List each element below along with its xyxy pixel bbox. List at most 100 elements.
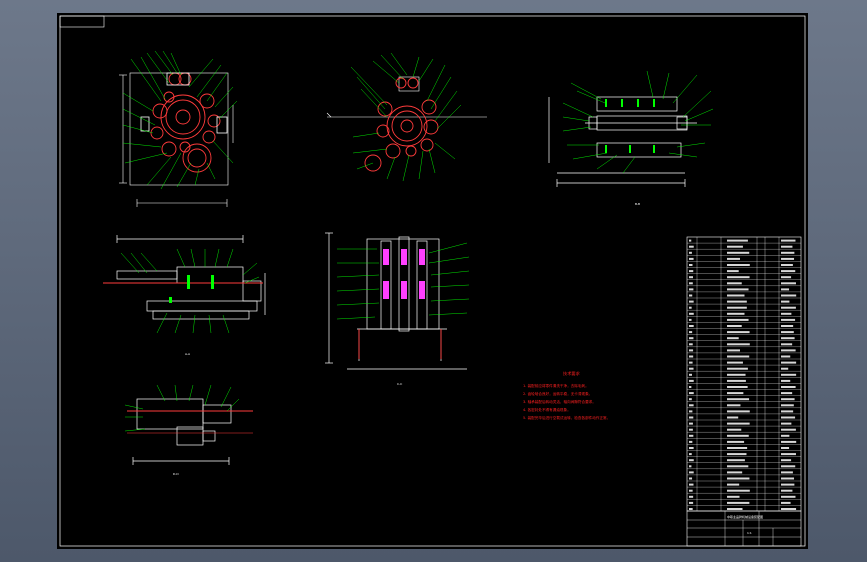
bom-cell-mark [727, 428, 742, 431]
bom-cell-mark [689, 349, 694, 352]
bom-cell-mark [689, 416, 694, 419]
bom-cell-mark [781, 355, 791, 358]
bom-cell-mark [781, 306, 796, 309]
bom-cell-mark [689, 337, 694, 340]
bom-cell-mark [689, 264, 693, 266]
bom-cell-mark [689, 239, 692, 242]
bom-cell-mark [727, 440, 745, 443]
bom-cell-mark [727, 245, 743, 248]
bom-cell-mark [689, 343, 693, 346]
bom-cell-mark [781, 343, 793, 346]
bom-cell-mark [689, 440, 693, 443]
bom-cell-mark [689, 477, 693, 480]
bom-cell-mark [781, 264, 793, 266]
bom-cell-mark [781, 501, 791, 504]
bom-cell-mark [781, 428, 796, 431]
drawing-sheet: B-B [57, 13, 808, 549]
bom-cell-mark [689, 386, 692, 388]
parts-list [686, 236, 802, 512]
bom-cell-mark [727, 300, 747, 303]
bom-cell-mark [689, 331, 693, 334]
bom-cell-mark [689, 489, 693, 492]
bom-cell-mark [727, 288, 749, 291]
bom-cell-mark [781, 325, 794, 327]
sheet-border [59, 15, 806, 547]
caption-section-top-right: B-B [635, 202, 640, 206]
bom-cell-mark [689, 300, 694, 303]
bom-cell-mark [781, 508, 797, 510]
bom-cell-mark [689, 465, 692, 468]
bom-cell-mark [727, 508, 743, 510]
bom-cell-mark [781, 361, 797, 364]
bom-cell-mark [781, 331, 794, 334]
bom-cell-mark [727, 495, 740, 498]
bom-cell-mark [781, 312, 792, 315]
bom-cell-mark [781, 276, 792, 279]
bom-cell-mark [781, 288, 790, 291]
note-4: 4. 各密封处不得有漏油现象。 [523, 407, 571, 412]
bom-cell-mark [727, 465, 749, 468]
title-block-scale: 1:1 [747, 531, 752, 535]
bom-cell-mark [727, 251, 750, 254]
caption-section-middle-left: A-A [185, 352, 191, 356]
bom-cell-mark [727, 422, 750, 425]
bom-cell-mark [689, 355, 694, 358]
bom-cell-mark [781, 251, 795, 254]
bom-cell-mark [781, 434, 790, 437]
bom-cell-mark [689, 270, 694, 273]
bom-cell-mark [727, 318, 749, 321]
bom-cell-mark [689, 392, 694, 395]
bom-rows [687, 242, 801, 506]
bom-cell-mark [781, 318, 796, 321]
bom-cell-mark [781, 294, 797, 297]
bom-cell-mark [781, 349, 796, 352]
bom-cell-mark [781, 245, 793, 248]
bom-marks [689, 239, 797, 510]
bom-cell-mark [689, 318, 692, 321]
bom-cell-mark [689, 495, 694, 498]
bom-cell-mark [781, 453, 796, 456]
bom-cell-mark [727, 264, 750, 266]
note-2: 2. 齿轮啮合良好，运转平稳，无卡滞现象。 [523, 391, 592, 396]
bom-cell-mark [727, 325, 742, 327]
front-view-center [326, 52, 487, 182]
bom-cell-mark [689, 251, 692, 254]
drawing-number-box [59, 15, 105, 28]
bom-cell-mark [689, 245, 694, 248]
cad-drawing: B-B [59, 15, 806, 547]
bom-cell-mark [727, 459, 745, 462]
bom-cell-mark [781, 404, 794, 407]
section-middle-left: A-A [103, 235, 266, 356]
title-block-name: 中职业品牌机械设备装配图 [727, 514, 763, 519]
bom-cell-mark [781, 440, 797, 443]
bom-cell-mark [689, 447, 694, 449]
bom-cell-mark [781, 379, 791, 382]
bom-cell-mark [727, 361, 743, 364]
bom-cell-mark [727, 416, 739, 419]
bom-cell-mark [727, 410, 750, 413]
bom-cell-mark [781, 489, 793, 492]
bom-cell-mark [727, 239, 748, 242]
bom-cell-mark [727, 453, 747, 456]
bom-cell-mark [689, 483, 694, 486]
bom-cell-mark [781, 257, 795, 260]
bom-cell-mark [727, 471, 743, 474]
bom-cell-mark [781, 471, 793, 474]
bom-cell-mark [689, 379, 694, 382]
bom-cell-mark [689, 453, 692, 456]
bom-cell-mark [689, 367, 694, 370]
bom-cell-mark [727, 276, 750, 279]
note-1: 1. 装配前应将零件清洗干净，去除毛刺。 [523, 383, 589, 388]
bom-cell-mark [781, 239, 796, 242]
bom-cell-mark [727, 404, 741, 407]
bom-cell-mark [727, 501, 750, 504]
bom-cell-mark [727, 337, 739, 340]
bom-cell-mark [727, 270, 739, 273]
bom-cell-mark [781, 465, 796, 468]
bom-cell-mark [727, 349, 740, 352]
bom-cell-mark [781, 337, 795, 340]
bom-cell-mark [727, 367, 748, 370]
bom-cell-mark [689, 398, 692, 401]
title-block: 中职业品牌机械设备装配图 1:1 [686, 510, 802, 547]
bom-cell-mark [727, 282, 742, 285]
